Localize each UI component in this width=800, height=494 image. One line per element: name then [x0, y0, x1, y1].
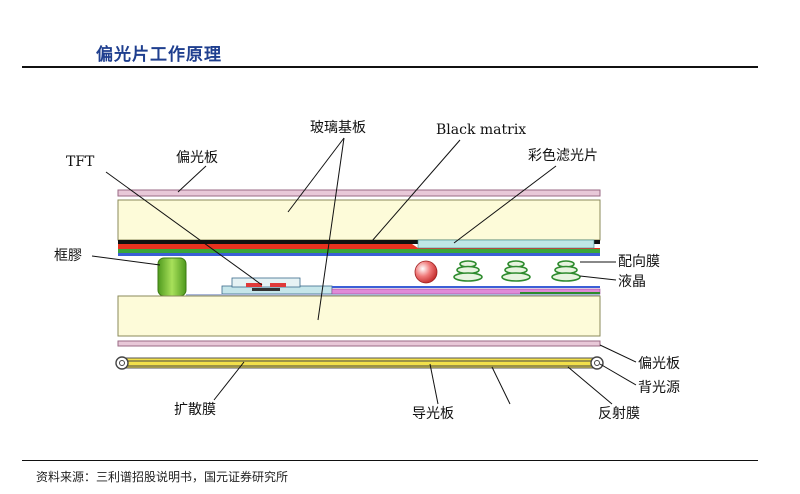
header-rule — [22, 66, 758, 68]
bottom-polarizer — [117, 340, 601, 347]
label-reflector-film: 反射膜 — [598, 406, 640, 422]
leader-reflector-b — [567, 366, 613, 405]
label-color-filter: 彩色滤光片 — [528, 147, 598, 164]
top-polarizer — [117, 189, 601, 197]
label-liquid-crystal: 液晶 — [618, 274, 646, 290]
leader-tft — [105, 171, 263, 286]
label-diffuser-film: 扩散膜 — [174, 402, 216, 418]
label-black-matrix: Black matrix — [436, 122, 526, 138]
label-light-guide: 导光板 — [412, 406, 454, 422]
label-polarizer-bottom: 偏光板 — [638, 356, 680, 372]
black-matrix-layer — [118, 240, 600, 244]
spacer-stack-2 — [501, 260, 531, 282]
label-alignment-film: 配向膜 — [618, 254, 660, 270]
frame-glue — [157, 257, 187, 297]
leader-diffuser — [213, 361, 245, 401]
leader-polarizer-top — [177, 165, 207, 193]
footer-rule — [22, 460, 758, 461]
page-title: 偏光片工作原理 — [96, 45, 222, 65]
leader-color-filter — [453, 165, 557, 244]
tft-structure — [221, 277, 333, 295]
leader-backlight — [599, 363, 637, 386]
blue-layer — [118, 253, 600, 256]
label-frame-glue: 框膠 — [54, 248, 82, 264]
backlight-lamp-right-core — [594, 360, 600, 366]
lc-layer-line — [186, 294, 600, 296]
leader-polarizer-bottom — [599, 344, 637, 363]
leader-light-guide — [429, 363, 439, 405]
leader-frame-glue — [91, 255, 161, 266]
bottom-glass-substrate — [117, 295, 601, 337]
spacer-stack-3 — [551, 260, 581, 282]
label-polarizer-top: 偏光板 — [176, 150, 218, 166]
label-glass-substrate: 玻璃基板 — [310, 119, 366, 136]
leader-glass-1 — [287, 137, 345, 213]
bottom-blue-line — [332, 286, 600, 288]
label-tft: TFT — [66, 154, 95, 170]
green-layer — [118, 249, 600, 253]
backlight-lamp-left-core — [119, 360, 125, 366]
leader-glass-2 — [317, 137, 345, 321]
top-glass-substrate — [117, 199, 601, 241]
label-backlight: 背光源 — [638, 380, 680, 396]
bottom-alignment-bar — [520, 292, 600, 295]
leader-liquid-crystal — [579, 275, 617, 281]
color-filter-block — [417, 239, 595, 249]
leader-reflector-a — [491, 366, 511, 405]
liquid-crystal-sphere — [414, 260, 438, 284]
leader-black-matrix — [371, 139, 461, 242]
spacer-stack-1 — [453, 260, 483, 282]
source-note: 资料来源：三利谱招股说明书，国元证券研究所 — [36, 470, 289, 484]
